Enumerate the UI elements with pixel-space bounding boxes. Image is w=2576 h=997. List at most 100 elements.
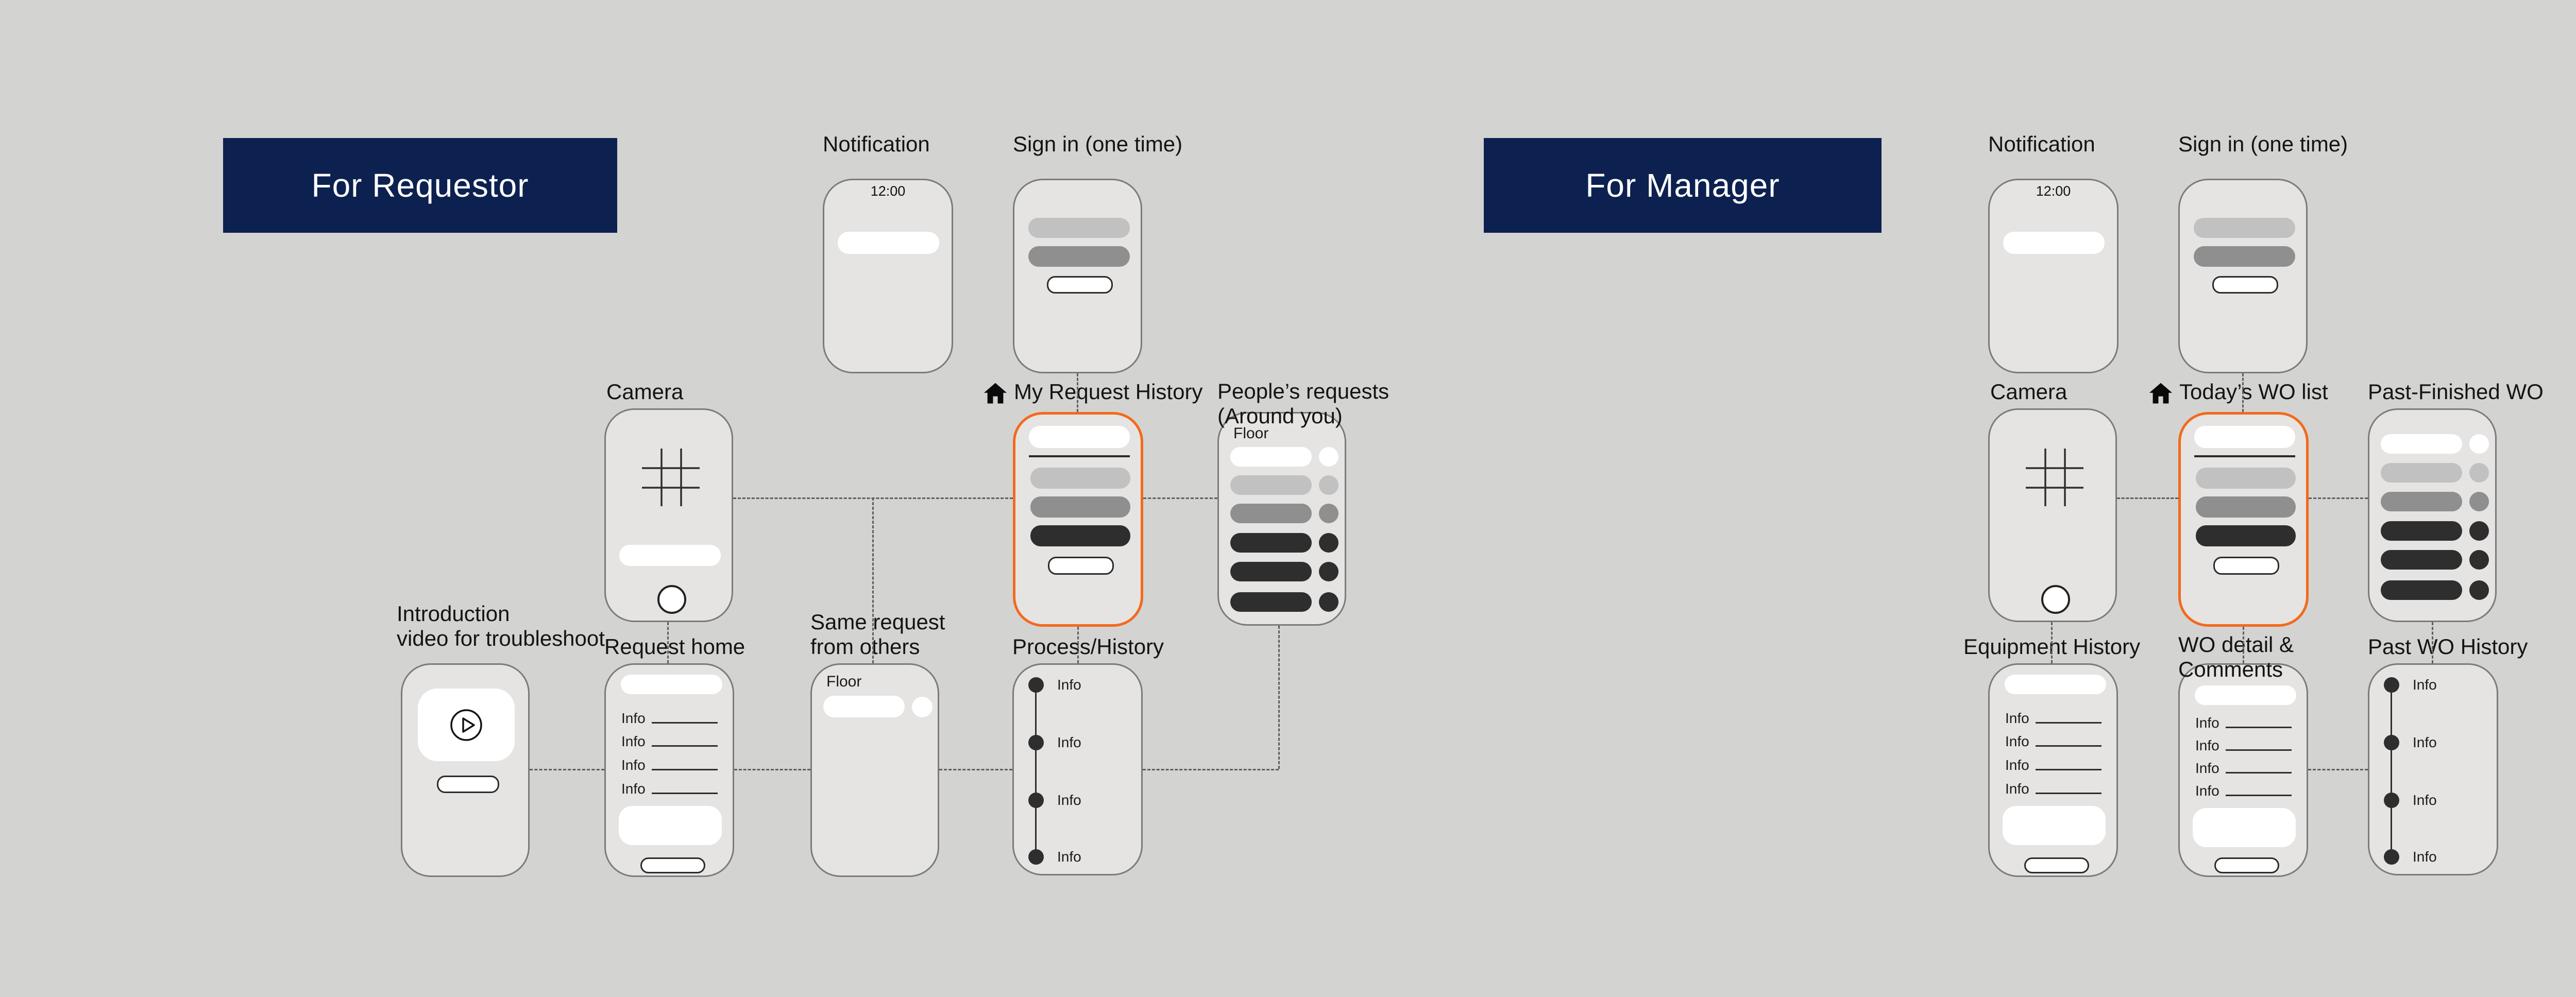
form-panel <box>619 806 722 845</box>
label-intro-line2: video for troubleshoot <box>397 626 605 650</box>
feed-row-bar <box>2381 434 2462 454</box>
section-header-requestor: For Requestor <box>223 138 617 233</box>
feed-row-dot <box>1319 475 1338 495</box>
label-past-finished-wo: Past-Finished WO <box>2368 380 2544 404</box>
feed-row-dot <box>2469 463 2489 483</box>
feed-row-bar <box>1230 447 1312 467</box>
list-divider <box>1029 455 1130 457</box>
list-header-bar <box>1029 426 1130 448</box>
notification-banner <box>2003 232 2105 254</box>
timeline-info-label: Info <box>1057 849 1081 865</box>
signin-button-placeholder <box>2212 276 2278 294</box>
info-label: Info <box>621 757 646 773</box>
info-underline <box>2226 727 2292 728</box>
list-divider <box>2194 455 2295 457</box>
connector-pastfinished-to-pastwo <box>2432 622 2433 663</box>
form-panel <box>2003 806 2106 845</box>
label-process-history: Process/History <box>1012 634 1164 659</box>
connector-wolist-to-pastfinished <box>2309 497 2368 499</box>
info-label: Info <box>2195 783 2219 799</box>
feed-row-bar <box>2381 521 2462 541</box>
connector-history-to-process <box>1077 627 1079 663</box>
list-item-placeholder <box>1030 496 1130 518</box>
label-signin-manager: Sign in (one time) <box>2178 132 2348 156</box>
phone-same-request[interactable]: Floor <box>810 663 939 877</box>
list-item-placeholder <box>2196 496 2296 518</box>
info-underline <box>652 745 718 747</box>
info-label: Info <box>621 781 646 797</box>
connector-signin-to-history <box>1077 373 1078 412</box>
timeline-dot <box>2384 793 2399 808</box>
play-icon <box>449 708 483 745</box>
phone-intro-video[interactable] <box>401 663 530 877</box>
label-peoples-requests-line1: People’s requests <box>1217 379 1389 403</box>
phone-camera-manager[interactable] <box>1988 408 2117 622</box>
feed-row-bar <box>2381 550 2462 570</box>
signin-field-placeholder <box>2194 246 2295 267</box>
list-button-placeholder <box>1048 557 1114 575</box>
home-icon-manager <box>2147 380 2174 409</box>
info-underline <box>2226 795 2292 796</box>
feed-row-bar <box>1230 533 1312 553</box>
timeline-dot <box>1028 849 1044 865</box>
phone-peoples-requests[interactable]: Floor <box>1217 412 1346 626</box>
phone-request-home[interactable]: Info Info Info Info <box>604 663 734 877</box>
feed-row-dot <box>1319 504 1338 523</box>
label-peoples-requests-line2: (Around you) <box>1217 404 1343 428</box>
label-same-request-line1: Same request <box>810 610 945 634</box>
timeline-dot <box>2384 849 2399 865</box>
feed-row-dot <box>2469 580 2489 600</box>
phone-past-wo-history[interactable]: Info Info Info Info <box>2368 663 2498 875</box>
phone-todays-wo-list[interactable] <box>2178 412 2309 627</box>
info-label: Info <box>2195 737 2219 753</box>
label-intro-line1: Introduction <box>397 601 510 626</box>
phone-signin-requestor[interactable] <box>1013 179 1142 373</box>
connector-history-to-peoples <box>1143 497 1217 499</box>
phone-wo-detail-comments[interactable]: Info Info Info Info <box>2178 663 2308 877</box>
feed-row-bar <box>1230 475 1312 495</box>
form-header-bar <box>621 675 722 694</box>
label-wo-detail-line2: Comments <box>2178 657 2283 681</box>
info-label: Info <box>2005 733 2029 749</box>
feed-row-bar <box>1230 504 1312 523</box>
phone-equipment-history[interactable]: Info Info Info Info <box>1988 663 2118 877</box>
info-underline <box>2226 749 2292 751</box>
feed-row-dot <box>1319 533 1338 553</box>
info-underline <box>652 769 718 770</box>
phone-camera-requestor[interactable] <box>604 408 733 622</box>
connector-branch-to-same <box>872 497 874 663</box>
feed-row-dot <box>912 697 933 717</box>
list-item-placeholder <box>2196 468 2296 489</box>
phone-past-finished-wo[interactable] <box>2368 408 2497 622</box>
form-header-bar <box>2195 685 2296 705</box>
label-my-request-history: My Request History <box>1014 380 1203 404</box>
label-signin-requestor: Sign in (one time) <box>1013 132 1183 156</box>
form-header-bar <box>2005 675 2106 694</box>
shutter-button-placeholder <box>657 585 686 614</box>
connector-camera-to-equipment <box>2051 622 2053 663</box>
status-time: 12:00 <box>2036 183 2071 199</box>
connector-camera-to-wolist <box>2117 497 2178 499</box>
feed-row-bar <box>823 696 905 717</box>
phone-my-request-history[interactable] <box>1013 412 1143 627</box>
phone-process-history[interactable]: Info Info Info Info <box>1012 663 1143 875</box>
section-header-requestor-text: For Requestor <box>311 167 529 204</box>
info-underline <box>652 722 718 724</box>
camera-caption-bar <box>619 545 721 566</box>
info-label: Info <box>2195 715 2219 731</box>
info-underline <box>652 793 718 794</box>
section-header-manager-text: For Manager <box>1585 167 1780 204</box>
phone-notification-manager[interactable]: 12:00 <box>1988 179 2119 373</box>
info-label: Info <box>621 710 646 726</box>
timeline-info-label: Info <box>2413 734 2437 750</box>
phone-notification-requestor[interactable]: 12:00 <box>823 179 953 373</box>
form-button-placeholder <box>640 857 705 873</box>
phone-signin-manager[interactable] <box>2178 179 2308 373</box>
feed-row-bar <box>1230 592 1312 612</box>
list-header-bar <box>2194 426 2295 448</box>
feed-row-dot <box>2469 550 2489 570</box>
connector-intro-to-requesthome <box>530 769 604 770</box>
list-item-placeholder <box>1030 525 1130 546</box>
status-time: 12:00 <box>870 183 906 199</box>
info-label: Info <box>2195 760 2219 776</box>
